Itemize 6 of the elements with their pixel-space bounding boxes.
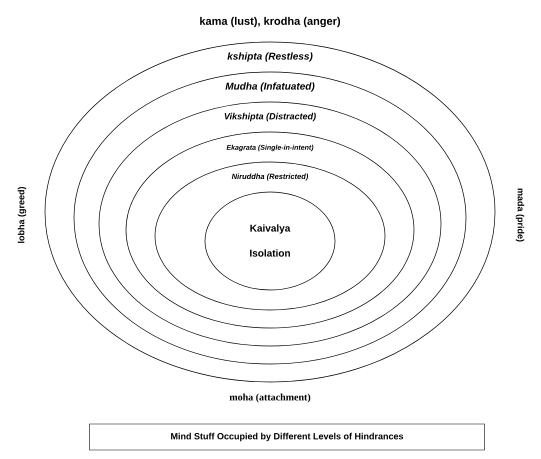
hindrance-label: kama (lust), krodha (anger) bbox=[200, 16, 340, 28]
hindrance-label: moha (attachment) bbox=[230, 393, 310, 403]
hindrance-label: mada (pride) bbox=[516, 188, 524, 242]
hindrance-label: lobha (greed) bbox=[18, 186, 26, 243]
ring: Kaivalya Isolation bbox=[204, 192, 336, 290]
caption-box: Mind Stuff Occupied by Different Levels of Hindrances bbox=[89, 424, 485, 450]
